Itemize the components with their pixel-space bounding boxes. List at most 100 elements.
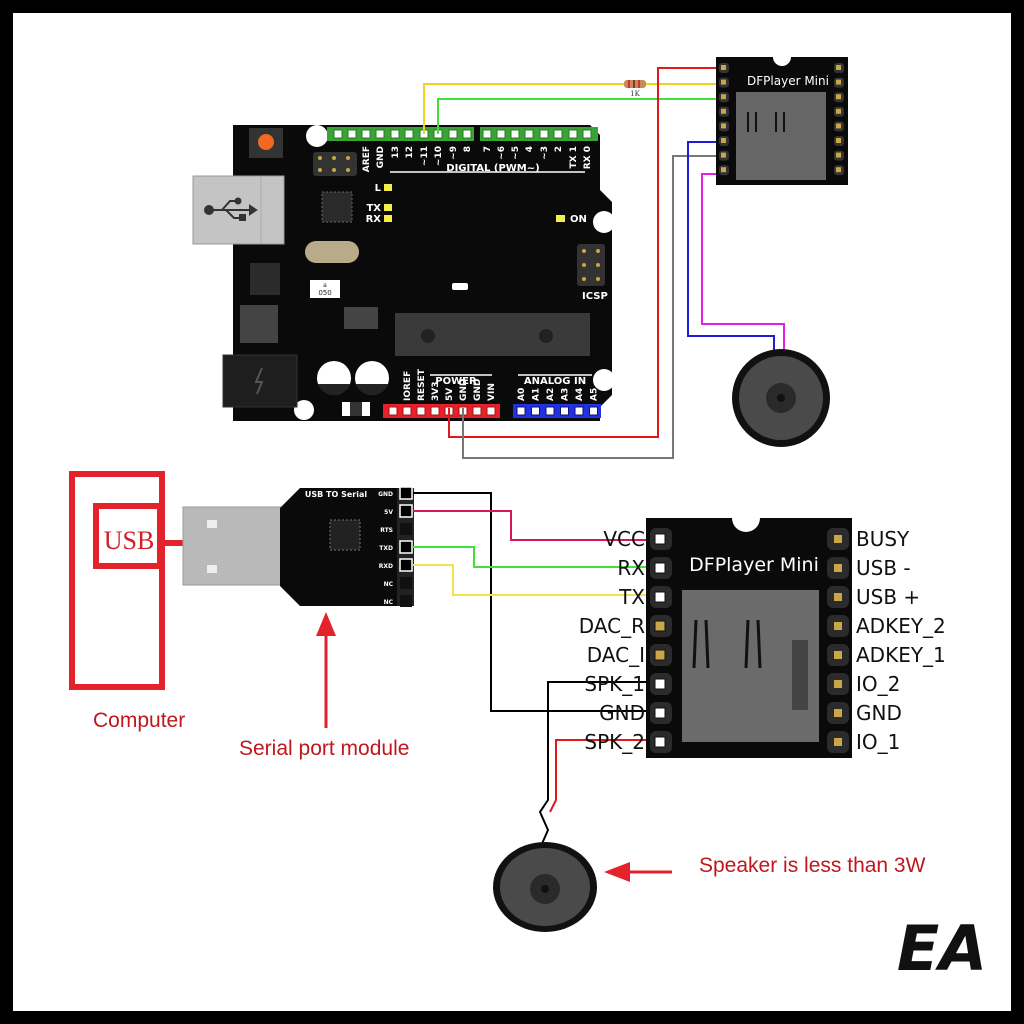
- analog-header-label: ANALOG IN: [524, 376, 586, 387]
- header-pin: [574, 406, 584, 416]
- header-pin: [361, 129, 371, 139]
- wire-txd-to-rx: [413, 546, 660, 568]
- digital-header-label: DIGITAL (PWM~): [446, 163, 539, 174]
- speaker-top: [732, 349, 830, 447]
- dfplayer-left-pin-label: VCC: [603, 527, 645, 551]
- header-pin: [516, 406, 526, 416]
- wiring-diagram: a 050 L TX RX ON ICSP: [69, 48, 987, 985]
- serial-pin: [399, 504, 413, 518]
- serial-pin-label: TXD: [379, 545, 393, 552]
- mounting-hole: [593, 369, 615, 391]
- power-bolt-icon: [254, 367, 264, 395]
- header-pin: [472, 406, 482, 416]
- power-pin-label: GND: [473, 379, 483, 401]
- usb-serial-title: USB TO Serial: [305, 490, 367, 499]
- power-pin-label: RESET: [417, 368, 427, 401]
- analog-pin-label: A1: [532, 388, 542, 401]
- wire-spk1-to-speaker: [687, 141, 775, 352]
- mounting-hole: [306, 125, 328, 147]
- power-pin-label: IOREF: [403, 371, 413, 401]
- usb-symbol-icon: [204, 197, 258, 221]
- header-pin: [531, 406, 540, 416]
- dfplayer-mini-bottom: DFPlayer Mini VCCRXTXDAC_RDAC_ISPK_1GNDS…: [579, 518, 946, 758]
- header-pin: [448, 129, 458, 139]
- serial-pin-label: NC: [384, 599, 394, 606]
- power-header: [383, 404, 500, 418]
- dfplayer-left-pin-label: DAC_I: [587, 643, 645, 667]
- speaker-bottom: [493, 842, 597, 932]
- header-pin: [388, 406, 398, 416]
- serial-pin-label: RXD: [379, 563, 393, 570]
- dfplayer-right-pin-label: ADKEY_2: [856, 614, 946, 638]
- digital-pin-label: ~3: [540, 146, 550, 160]
- dfplayer-bottom-title: DFPlayer Mini: [689, 554, 819, 576]
- bottom-wiring: [413, 492, 660, 847]
- arduino-uno-board: a 050 L TX RX ON ICSP: [192, 125, 615, 421]
- header-pin: [416, 406, 426, 416]
- serial-pin-label: NC: [384, 581, 394, 588]
- power-pin-label: VIN: [487, 383, 497, 401]
- dfplayer-left-pin-label: SPK_2: [584, 730, 645, 754]
- serial-pin-label: 5V: [384, 509, 393, 516]
- led-tx: [384, 204, 392, 211]
- dfplayer-right-pin-label: BUSY: [856, 527, 910, 551]
- ea-watermark-logo: EA: [897, 912, 987, 985]
- led-label-l: L: [375, 183, 382, 194]
- dfplayer-right-pin-label: IO_1: [856, 730, 900, 754]
- arrow-to-speaker: [604, 862, 672, 882]
- header-pin: [582, 129, 592, 139]
- dfplayer-right-pin-label: USB -: [856, 556, 911, 580]
- wire-5v-to-vcc: [413, 510, 660, 541]
- dfplayer-right-pin-label: USB +: [856, 585, 920, 609]
- dfplayer-left-pin-label: DAC_R: [579, 614, 645, 638]
- header-pin: [560, 406, 569, 416]
- dfplayer-mini-top: DFPlayer Mini: [716, 48, 848, 185]
- wire-spk2-to-speaker: [549, 739, 660, 813]
- op-amp-chip: [344, 307, 378, 329]
- header-pin: [568, 129, 578, 139]
- header-pin: [539, 129, 549, 139]
- digital-pin-label: AREF: [362, 146, 372, 172]
- dfplayer-left-pin-label: GND: [599, 701, 645, 725]
- crystal-oscillator: [305, 241, 359, 263]
- digital-pin-label: ~11: [420, 146, 430, 166]
- led-label-tx: TX: [366, 203, 381, 214]
- digital-pin-label: 7: [483, 146, 493, 152]
- mounting-hole: [593, 211, 615, 233]
- header-pin: [462, 129, 472, 139]
- dfplayer-left-pin-label: TX: [618, 585, 645, 609]
- analog-pin-label: A3: [561, 388, 571, 401]
- wire-spk2-to-speaker: [701, 173, 785, 352]
- wire-rxd-to-tx: [413, 564, 660, 596]
- header-pin: [553, 129, 563, 139]
- dfplayer-right-pin-label: ADKEY_1: [856, 643, 946, 667]
- digital-pin-label: ~6: [497, 146, 507, 160]
- header-pin: [430, 406, 440, 416]
- header-pin: [482, 129, 492, 139]
- usb-port-box: [93, 503, 163, 569]
- header-pin: [347, 129, 357, 139]
- digital-pin-label: 8: [463, 146, 473, 152]
- header-pin: [545, 406, 555, 416]
- digital-pin-label: ~5: [511, 146, 521, 160]
- analog-pin-label: A2: [546, 388, 556, 401]
- serial-pin: [400, 523, 412, 535]
- header-pin: [486, 406, 496, 416]
- digital-pin-label: 2: [554, 146, 564, 152]
- dfplayer-left-pin-label: SPK_1: [584, 672, 645, 696]
- digital-pin-label: 13: [391, 146, 401, 159]
- dfplayer-top-title: DFPlayer Mini: [747, 74, 829, 88]
- header-pin: [524, 129, 534, 139]
- analog-pin-label: A4: [575, 388, 585, 401]
- analog-pin-label: A0: [517, 388, 527, 401]
- serial-pin-label: GND: [378, 491, 393, 498]
- mounting-hole: [294, 400, 314, 420]
- wire-gnd-to-gnd: [413, 492, 660, 712]
- led-label-rx: RX: [366, 214, 382, 225]
- serial-pin: [399, 558, 413, 572]
- serial-module-caption: Serial port module: [239, 737, 409, 760]
- power-pin-label: GND: [459, 379, 469, 401]
